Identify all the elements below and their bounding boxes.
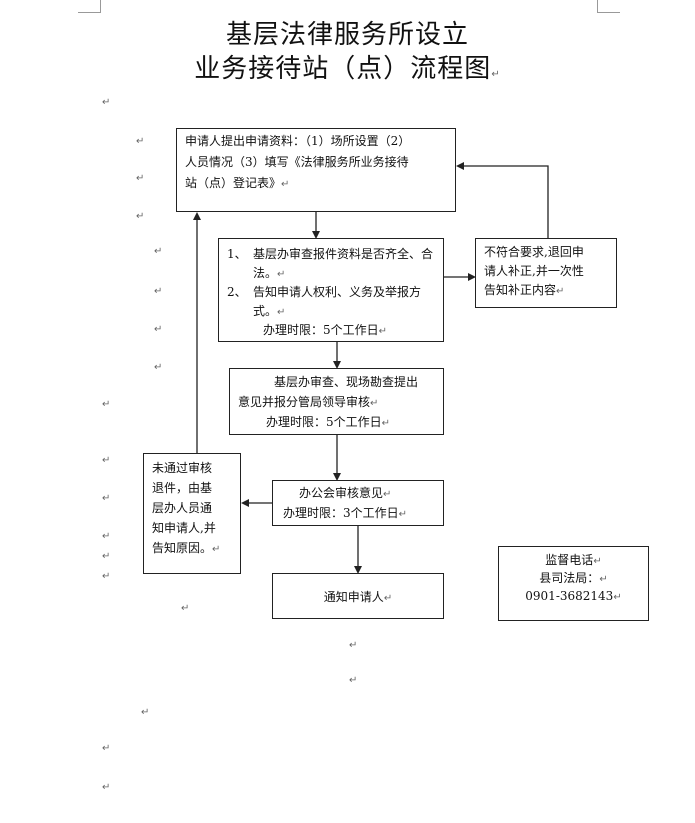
paragraph-mark-icon: ↵ <box>212 544 221 555</box>
node-office-meeting: 办公会审核意见↵ 办理时限：3个工作日↵ <box>272 480 444 526</box>
hotline-org: 县司法局：↵ <box>539 571 608 585</box>
paragraph-mark-icon: ↵ <box>491 69 501 80</box>
node-not-approved-line: 未通过审核 <box>152 461 213 475</box>
review-item-text: 告知申请人权利、义务及举报方式。↵ <box>253 285 422 318</box>
paragraph-mark-icon: ↵ <box>154 246 163 257</box>
arrowhead-icon <box>193 212 201 220</box>
crop-mark-top-right <box>597 0 620 13</box>
review-item-number: 1、 <box>227 247 247 261</box>
node-office-meeting-line: 办公会审核意见↵ <box>299 486 392 500</box>
arrowhead-icon <box>456 162 464 170</box>
paragraph-mark-icon: ↵ <box>593 556 602 567</box>
paragraph-mark-icon: ↵ <box>281 179 290 190</box>
node-reject-line: 不符合要求,退回申 <box>484 245 584 259</box>
paragraph-mark-icon: ↵ <box>102 571 111 582</box>
paragraph-mark-icon: ↵ <box>383 593 393 604</box>
paragraph-mark-icon: ↵ <box>154 324 163 335</box>
node-apply-line: 人员情况（3）填写《法律服务所业务接待 <box>185 155 409 169</box>
node-office-meeting-deadline: 办理时限：3个工作日↵ <box>283 506 408 520</box>
node-apply-line: 站（点）登记表》↵ <box>185 176 290 190</box>
paragraph-mark-icon: ↵ <box>383 489 392 500</box>
crop-mark-top-left <box>78 0 101 13</box>
arrowhead-icon <box>241 499 249 507</box>
paragraph-mark-icon: ↵ <box>102 399 111 410</box>
paragraph-mark-icon: ↵ <box>141 707 150 718</box>
review-item-text: 基层办审查报件资料是否齐全、合法。↵ <box>253 247 434 280</box>
paragraph-mark-icon: ↵ <box>102 743 111 754</box>
title-line-2: 业务接待站（点）流程图↵ <box>194 54 501 84</box>
title-line-1: 基层法律服务所设立 <box>225 20 469 50</box>
paragraph-mark-icon: ↵ <box>277 307 286 318</box>
paragraph-mark-icon: ↵ <box>154 286 163 297</box>
review-item-number: 2、 <box>227 285 247 299</box>
paragraph-mark-icon: ↵ <box>154 362 163 373</box>
paragraph-mark-icon: ↵ <box>102 493 111 504</box>
review-deadline: 办理时限：5个工作日↵ <box>263 323 388 337</box>
paragraph-mark-icon: ↵ <box>378 326 388 337</box>
paragraph-mark-icon: ↵ <box>613 592 622 603</box>
node-reject: 不符合要求,退回申 请人补正,并一次性 告知补正内容↵ <box>475 238 617 308</box>
node-not-approved-line: 知申请人,并 <box>152 521 216 535</box>
hotline-number: 0901-3682143↵ <box>525 589 622 603</box>
paragraph-mark-icon: ↵ <box>599 574 608 585</box>
hotline-title: 监督电话↵ <box>545 553 602 567</box>
paragraph-mark-icon: ↵ <box>349 640 358 651</box>
node-notify-label: 通知申请人 <box>323 590 384 604</box>
paragraph-mark-icon: ↵ <box>102 455 111 466</box>
paragraph-mark-icon: ↵ <box>370 398 379 409</box>
node-not-approved-line: 退件，由基 <box>152 481 213 495</box>
paragraph-mark-icon: ↵ <box>102 782 111 793</box>
node-inspect-line: 基层办审查、现场勘查提出 <box>274 375 419 389</box>
review-item-2: 2、 告知申请人权利、义务及举报方式。↵ <box>227 283 437 321</box>
paragraph-mark-icon: ↵ <box>398 509 408 520</box>
node-inspect-line: 意见并报分管局领导审核↵ <box>238 395 379 409</box>
paragraph-mark-icon: ↵ <box>381 418 391 429</box>
paragraph-mark-icon: ↵ <box>102 531 111 542</box>
node-apply: 申请人提出申请资料：（1）场所设置（2） 人员情况（3）填写《法律服务所业务接待… <box>176 128 456 212</box>
paragraph-mark-icon: ↵ <box>349 675 358 686</box>
node-inspect-deadline: 办理时限：5个工作日↵ <box>266 415 391 429</box>
node-not-approved: 未通过审核 退件，由基 层办人员通 知申请人,并 告知原因。↵ <box>143 453 241 574</box>
node-notify: 通知申请人↵ <box>272 573 444 619</box>
node-reject-line: 请人补正,并一次性 <box>484 264 584 278</box>
paragraph-mark-icon: ↵ <box>102 551 111 562</box>
paragraph-mark-icon: ↵ <box>136 173 145 184</box>
node-apply-line: 申请人提出申请资料：（1）场所设置（2） <box>185 134 411 148</box>
supervision-hotline: 监督电话↵ 县司法局：↵ 0901-3682143↵ <box>498 546 649 621</box>
paragraph-mark-icon: ↵ <box>136 211 145 222</box>
node-not-approved-line: 层办人员通 <box>152 501 213 515</box>
paragraph-mark-icon: ↵ <box>556 286 565 297</box>
paragraph-mark-icon: ↵ <box>102 97 111 108</box>
paragraph-mark-icon: ↵ <box>277 269 286 280</box>
paragraph-mark-icon: ↵ <box>181 603 190 614</box>
paragraph-mark-icon: ↵ <box>136 136 145 147</box>
arrow-reject-to-apply <box>464 165 549 238</box>
node-inspect: 基层办审查、现场勘查提出 意见并报分管局领导审核↵ 办理时限：5个工作日↵ <box>229 368 444 435</box>
node-not-approved-line: 告知原因。↵ <box>152 541 221 555</box>
review-item-1: 1、 基层办审查报件资料是否齐全、合法。↵ <box>227 245 437 283</box>
node-review: 1、 基层办审查报件资料是否齐全、合法。↵ 2、 告知申请人权利、义务及举报方式… <box>218 238 444 342</box>
node-reject-line: 告知补正内容↵ <box>484 283 565 297</box>
